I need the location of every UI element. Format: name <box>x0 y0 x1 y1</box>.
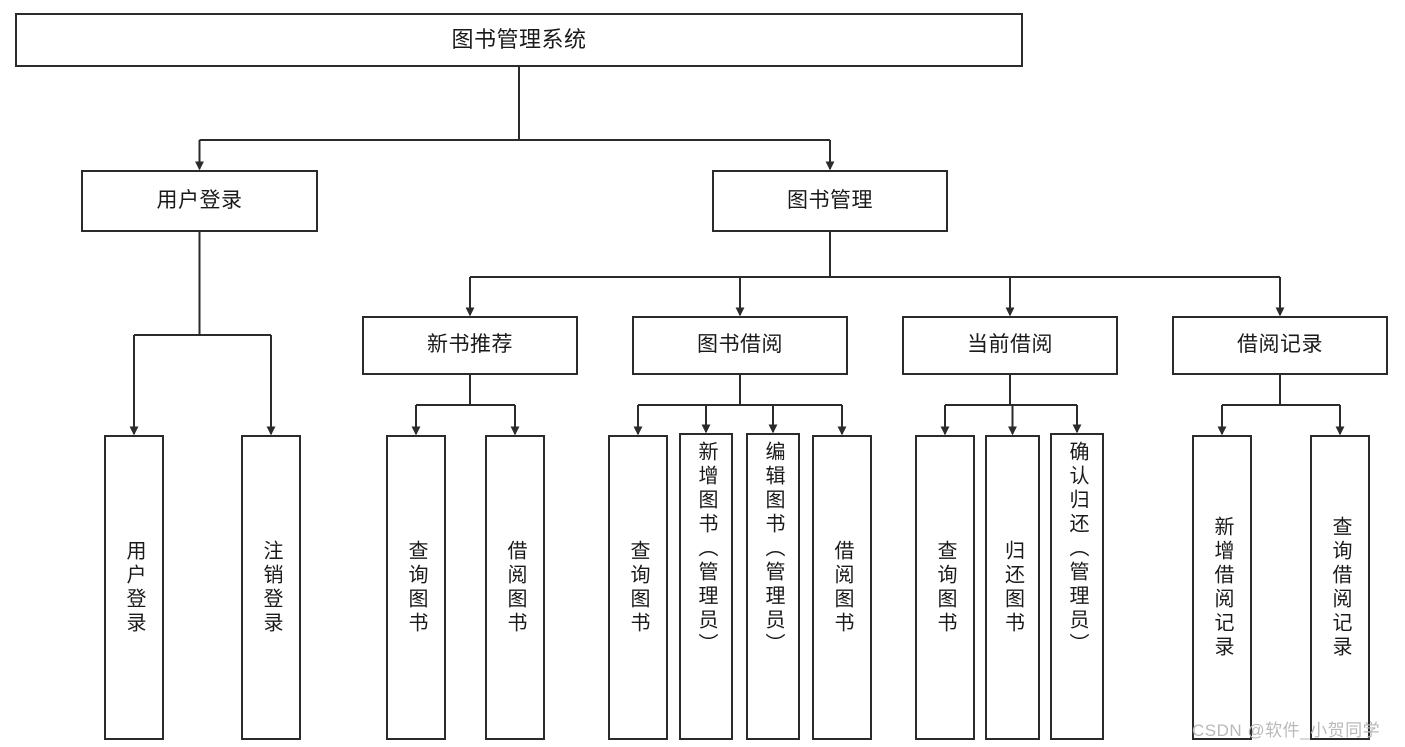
node-leaf-edit-book-admin: 编辑图书（管理员） <box>746 433 800 740</box>
node-leaf-query-borrow-record: 查询借阅记录 <box>1310 435 1370 740</box>
node-label: 新增借阅记录 <box>1211 515 1233 660</box>
node-leaf-query-book-1: 查询图书 <box>386 435 446 740</box>
node-l1-book-manage: 图书管理 <box>712 170 948 232</box>
node-label: 归还图书 <box>1001 539 1024 636</box>
node-leaf-logout: 注销登录 <box>241 435 301 740</box>
node-leaf-confirm-return-admin: 确认归还（管理员） <box>1050 433 1104 740</box>
node-label: 图书借阅 <box>697 333 783 357</box>
node-label: 查询图书 <box>627 539 649 636</box>
node-label: 新增图书（管理员） <box>695 441 717 657</box>
node-leaf-query-book-3: 查询图书 <box>915 435 975 740</box>
node-leaf-query-book-2: 查询图书 <box>608 435 668 740</box>
node-leaf-borrow-book-1: 借阅图书 <box>485 435 545 740</box>
node-leaf-add-book-admin: 新增图书（管理员） <box>679 433 733 740</box>
node-label: 注销登录 <box>260 539 282 636</box>
node-leaf-borrow-book-2: 借阅图书 <box>812 435 872 740</box>
node-l2-current-borrow: 当前借阅 <box>902 316 1118 375</box>
node-label: 查询图书 <box>405 539 427 636</box>
node-label: 编辑图书（管理员） <box>762 441 784 657</box>
node-leaf-return-book: 归还图书 <box>985 435 1040 740</box>
node-l2-book-borrow: 图书借阅 <box>632 316 848 375</box>
node-label: 新书推荐 <box>427 333 513 357</box>
node-label: 借阅图书 <box>504 539 526 636</box>
node-label: 查询借阅记录 <box>1329 515 1351 660</box>
node-label: 图书管理 <box>787 188 873 212</box>
node-label: 用户登录 <box>123 539 145 636</box>
node-l2-new-book-rec: 新书推荐 <box>362 316 578 375</box>
node-leaf-add-borrow-record: 新增借阅记录 <box>1192 435 1252 740</box>
node-l1-user-login: 用户登录 <box>81 170 318 232</box>
node-label: 图书管理系统 <box>451 27 587 53</box>
node-label: 当前借阅 <box>967 333 1053 357</box>
node-label: 查询图书 <box>934 539 956 636</box>
node-root: 图书管理系统 <box>15 13 1023 67</box>
node-leaf-user-login: 用户登录 <box>104 435 164 740</box>
node-label: 用户登录 <box>156 188 243 212</box>
node-label: 借阅记录 <box>1237 333 1323 357</box>
node-label: 借阅图书 <box>831 539 853 636</box>
node-label: 确认归还（管理员） <box>1066 441 1088 657</box>
node-l2-borrow-record: 借阅记录 <box>1172 316 1388 375</box>
